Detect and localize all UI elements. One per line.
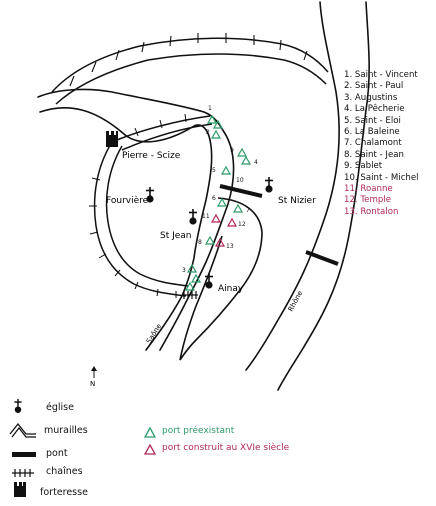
legend-new-port-label: port construit au XVIe siècle	[162, 443, 290, 453]
map-number-1: 1	[208, 105, 212, 112]
label-saone: Saône	[145, 322, 163, 345]
map-number-13: 13	[226, 243, 234, 250]
legend-fortress-icon	[14, 482, 26, 497]
legend-existing-port-label: port préexistant	[162, 426, 235, 436]
map-number-10: 10	[236, 177, 244, 184]
map-number-5: 5	[212, 167, 216, 174]
fortress-pierre-scize	[106, 131, 118, 147]
port-markers	[184, 114, 252, 291]
map-number-12: 12	[238, 221, 246, 228]
port-list-item-10: 10. Saint - Michel	[344, 172, 419, 183]
map-number-11: 11	[202, 213, 210, 220]
port-marker-8-icon	[204, 235, 216, 245]
bridges	[219, 184, 339, 266]
port-list-item-9: 9. Sablet	[344, 161, 383, 172]
map-number-7: 7	[246, 207, 250, 214]
rhone-river	[245, 1, 370, 391]
port-list-item-7: 7. Chalamont	[344, 138, 402, 149]
port-list-item-1: 1. Saint - Vincent	[344, 70, 418, 80]
map-number-9: 9	[230, 147, 234, 154]
port-marker-1b-icon	[212, 119, 224, 129]
church-st-nizier-icon	[264, 176, 274, 194]
port-list-item-13: 13. Rontalon	[344, 206, 399, 217]
port-numbers: 1 2 3 4 5 6 7 8 9 10 11 12 13	[182, 105, 258, 274]
port-list: 1. Saint - Vincent 2. Saint - Paul 3. Au…	[344, 70, 419, 218]
legend-church-label: église	[46, 402, 74, 413]
map-number-6: 6	[212, 195, 216, 202]
legend-fortress-label: forteresse	[40, 487, 88, 498]
port-marker-5-icon	[220, 165, 232, 175]
port-list-item-2: 2. Saint - Paul	[344, 81, 404, 92]
label-ainay: Ainay	[218, 284, 244, 294]
port-list-item-12: 12. Temple	[344, 195, 391, 206]
legend-chains-icon	[12, 469, 34, 477]
legend-bridge-label: pont	[46, 448, 68, 459]
port-marker-11-icon	[210, 213, 222, 223]
legend-bridge-icon	[12, 452, 36, 457]
label-pierre-scize: Pierre - Scize	[122, 151, 181, 161]
port-list-item-4: 4. La Pêcherie	[344, 104, 405, 115]
chains	[182, 291, 198, 299]
legend-chains-label: chaînes	[46, 466, 83, 477]
port-list-item-8: 8. Saint - Jean	[344, 149, 404, 160]
port-marker-1-icon	[206, 114, 218, 124]
port-list-item-5: 5. Saint - Eloi	[344, 115, 401, 126]
peninsula	[179, 197, 263, 361]
port-marker-2-icon	[210, 129, 222, 139]
port-marker-7-icon	[232, 203, 244, 213]
port-list-item-11: 11. Roanne	[344, 184, 393, 195]
church-st-jean-icon	[188, 208, 198, 226]
legend-walls-label: murailles	[44, 425, 88, 436]
north-wall	[51, 37, 329, 105]
map-number-3: 3	[182, 267, 186, 274]
legend-walls-icon	[9, 422, 36, 438]
port-marker-9-icon	[190, 273, 202, 283]
port-marker-12-icon	[226, 217, 238, 227]
map-number-8: 8	[198, 239, 202, 246]
label-st-nizier: St Nizier	[278, 196, 316, 206]
north-label: N	[90, 380, 95, 388]
north-arrowhead-icon	[91, 366, 97, 371]
port-marker-3-icon	[186, 263, 198, 273]
port-marker-10-icon	[184, 281, 196, 291]
port-marker-6-icon	[216, 197, 228, 207]
legend-existing-port-icon	[143, 426, 157, 438]
saone-river-city	[145, 131, 235, 351]
label-st-jean: St Jean	[160, 231, 192, 241]
west-wall-notches	[89, 113, 187, 298]
map-number-2: 2	[206, 129, 210, 136]
label-fourviere: Fourvière	[106, 195, 149, 206]
port-marker-13-icon	[214, 237, 226, 247]
port-list-item-6: 6. La Baleine	[344, 127, 400, 138]
legend-new-port-icon	[143, 443, 157, 455]
port-marker-4-icon	[236, 147, 248, 157]
map-number-4: 4	[254, 159, 258, 166]
legend-church-icon	[13, 398, 23, 414]
port-list-item-3: 3. Augustins	[344, 92, 398, 103]
north-wall-notches	[69, 33, 308, 87]
port-marker-4b-icon	[240, 155, 252, 165]
